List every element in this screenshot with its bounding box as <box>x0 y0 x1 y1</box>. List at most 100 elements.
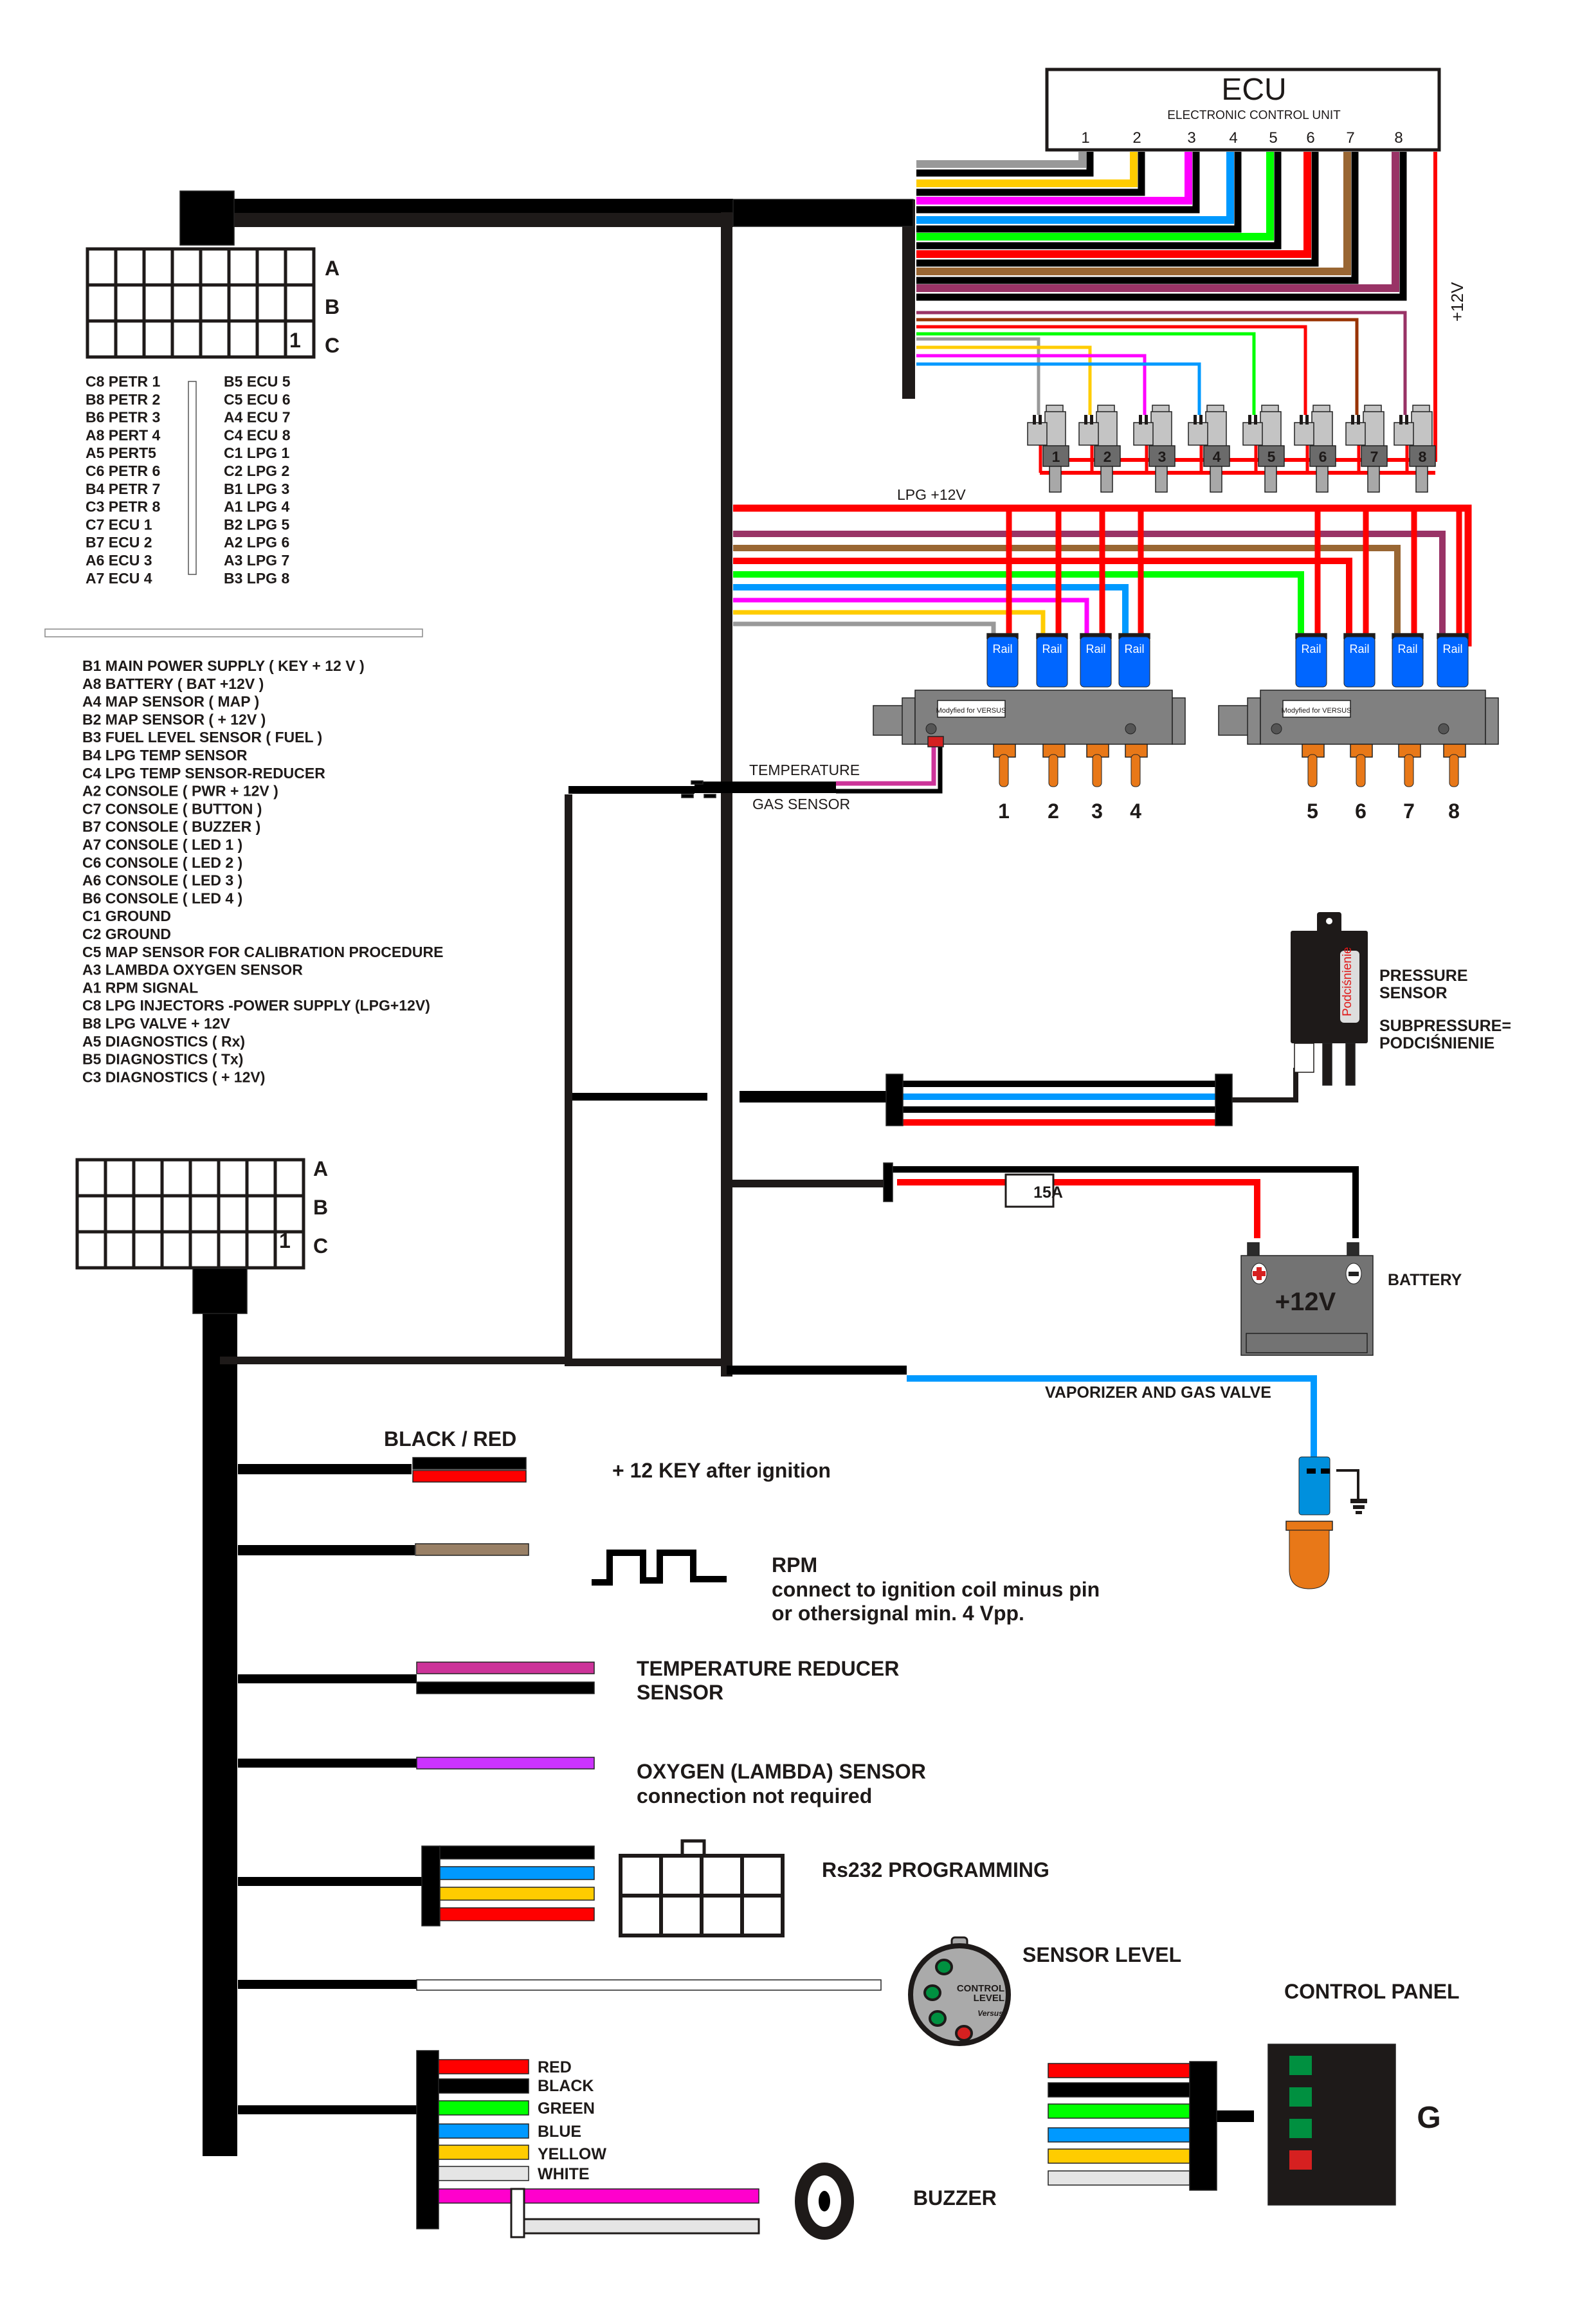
function-entry: C4 LPG TEMP SENSOR-REDUCER <box>82 765 325 782</box>
lpg-signal-wire <box>733 558 1352 643</box>
pinout-entry: B6 PETR 3 <box>86 409 160 426</box>
petrol-injector: 1 <box>1027 405 1069 493</box>
function-entry: C2 GROUND <box>82 926 171 942</box>
injector-number-tab <box>1042 445 1069 467</box>
ecu-supply-label: +12V <box>1448 282 1467 322</box>
rail-nozzle <box>1307 754 1318 787</box>
control-panel-label: CONTROL PANEL <box>1284 1980 1460 2003</box>
sensor-level-face-2: LEVEL <box>974 1993 1004 2004</box>
injector-plug <box>1133 422 1154 446</box>
rail-nozzle <box>1404 754 1414 787</box>
injector-nozzle <box>1264 466 1277 493</box>
rail-injector-label: Rail <box>1397 643 1417 655</box>
rs232-cell <box>700 1854 744 1898</box>
connector-cell <box>199 283 231 323</box>
rs232-cell <box>659 1894 704 1937</box>
connector-cell <box>199 247 231 287</box>
ecu-pin-label: 5 <box>1269 129 1277 147</box>
rail-nozzle <box>999 754 1009 787</box>
function-entry: A2 CONSOLE ( PWR + 12V ) <box>82 783 278 800</box>
connector-cell <box>273 1194 305 1234</box>
injector-plug <box>1242 422 1263 446</box>
petrol-injector: 5 <box>1242 405 1285 493</box>
connector-cell <box>245 1230 277 1270</box>
ecu-ground-wire <box>916 152 1319 267</box>
petrol-injector: 8 <box>1394 405 1436 493</box>
rs232-cell <box>740 1894 785 1937</box>
pinout-list-left: C8 PETR 1B8 PETR 2B6 PETR 3A8 PERT 4A5 P… <box>86 373 161 587</box>
injector-plug <box>1294 422 1314 446</box>
rail-nozzle <box>1449 754 1459 787</box>
function-entry: B4 LPG TEMP SENSOR <box>82 747 248 764</box>
rail-inlet-collar <box>902 697 916 745</box>
rail-nozzle-number: 7 <box>1403 800 1415 823</box>
rs232-wire <box>439 1845 595 1860</box>
gas-valve-pin <box>1307 1469 1316 1474</box>
rail-nozzle-number: 2 <box>1048 800 1059 823</box>
connector-cell <box>104 1158 136 1198</box>
injector-number: 4 <box>1213 448 1221 465</box>
rail-injector-coil <box>1118 636 1150 688</box>
connector-top-grid <box>86 247 316 359</box>
pressure-plug-left <box>885 1074 903 1126</box>
injector-pin <box>1194 415 1197 425</box>
gas-valve-ground-wire <box>1336 1469 1359 1499</box>
pressure-sensor-label-1: PRESSURE <box>1379 967 1468 985</box>
battery-plus-icon-h <box>1253 1271 1266 1276</box>
rail-nozzle <box>1092 754 1102 787</box>
injector-plug <box>1188 422 1208 446</box>
injector-plug <box>1027 422 1048 446</box>
console-wire-label: BLACK <box>538 2077 594 2095</box>
battery-positive-wire <box>897 1179 1260 1238</box>
rail-injector-coil <box>1343 636 1376 688</box>
pinout-entry: C5 ECU 6 <box>224 391 291 408</box>
ecu-signal-wire <box>916 152 1192 205</box>
injector-nozzle <box>1367 466 1380 493</box>
connector-cell <box>160 1194 192 1234</box>
panel-wire <box>1048 2148 1190 2164</box>
injector-signal-wire <box>916 354 1147 415</box>
battery-label: BATTERY <box>1388 1271 1462 1289</box>
connector-cell <box>114 247 146 287</box>
function-entry: A7 CONSOLE ( LED 1 ) <box>82 836 242 853</box>
rs232-connector-icon <box>619 1839 785 1937</box>
pinout-entry: B7 ECU 2 <box>86 534 152 551</box>
connector-cell <box>170 283 203 323</box>
control-panel-led <box>1289 2087 1312 2107</box>
break-mark <box>704 794 716 798</box>
fuse-label: 15A <box>1033 1184 1063 1202</box>
control-panel-led <box>1289 2150 1312 2170</box>
trunk-junction-block <box>732 199 914 227</box>
injector-pin <box>1145 415 1148 425</box>
function-entry: B7 CONSOLE ( BUZZER ) <box>82 818 260 835</box>
battery-label-panel <box>1246 1333 1368 1353</box>
console-wire-label: BLUE <box>538 2123 581 2141</box>
connector-cell <box>227 319 259 359</box>
rpm-wire <box>415 1543 529 1556</box>
rs232-cell <box>619 1894 663 1937</box>
rail-injector-coil <box>986 636 1019 688</box>
sensor-level-label: SENSOR LEVEL <box>1022 1943 1181 1966</box>
ecu-ground-wire <box>916 152 1359 284</box>
ecu-pin-label: 6 <box>1306 129 1314 147</box>
petrol-injector: 3 <box>1133 405 1176 493</box>
injector-pin <box>1248 415 1251 425</box>
petrol-injector: 4 <box>1188 405 1230 493</box>
ground-symbol <box>1350 1499 1367 1503</box>
injector-plug <box>1394 422 1414 446</box>
rail-badge-text: Modyfied for VERSUS <box>1282 707 1352 715</box>
panel-wire <box>1048 2103 1190 2119</box>
lpg-signal-wire <box>733 621 996 643</box>
key-power-black-wire <box>412 1457 527 1470</box>
rail-injector-coil <box>1036 636 1068 688</box>
ecu-signal-wire <box>916 152 1399 292</box>
buzzer-label: BUZZER <box>913 2186 997 2210</box>
ecu-signal-wire <box>916 152 1138 187</box>
vaporizer-label: VAPORIZER AND GAS VALVE <box>1045 1384 1271 1402</box>
ecu-ground-wire <box>916 152 1200 214</box>
control-panel-button-label: G <box>1417 2101 1440 2135</box>
pressure-sensor-hose <box>1345 1043 1356 1086</box>
break-mark <box>681 794 694 798</box>
rail-nozzle <box>1130 754 1141 787</box>
ecu-subtitle: ELECTRONIC CONTROL UNIT <box>1167 109 1341 122</box>
